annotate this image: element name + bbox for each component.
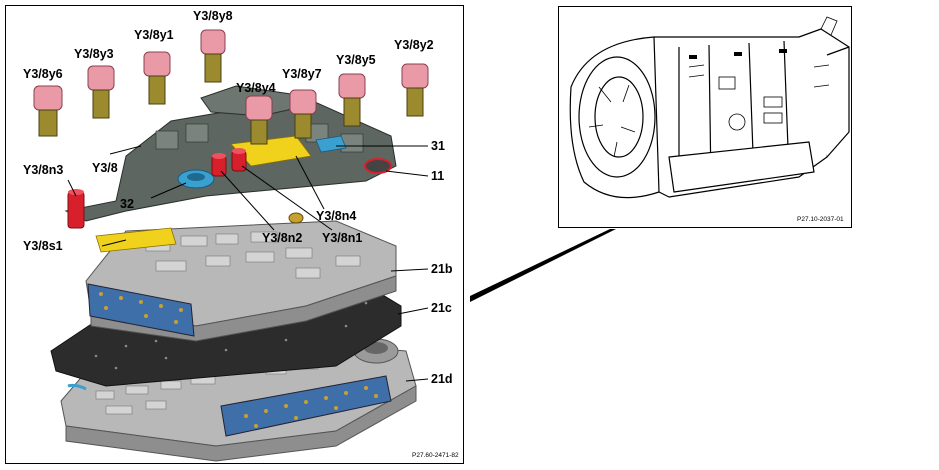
callout-y3-8n1: Y3/8n1 xyxy=(322,231,363,245)
callout-y3-8n4: Y3/8n4 xyxy=(316,209,357,223)
callout-y3-8y3: Y3/8y3 xyxy=(74,47,114,61)
callout-y3-8s1: Y3/8s1 xyxy=(23,239,63,253)
solenoid-valve-y3-8y7 xyxy=(289,89,317,139)
valve-body-exploded-panel: Y3/8y8 Y3/8y1 Y3/8y3 Y3/8y6 Y3/8y7 Y3/8y… xyxy=(5,5,464,464)
callout-y3-8: Y3/8 xyxy=(92,161,118,175)
callout-y3-8y2: Y3/8y2 xyxy=(394,38,434,52)
callout-21d: 21d xyxy=(431,372,453,386)
figure-ref-left: P27.60-2471-82 xyxy=(412,452,459,459)
callout-y3-8n3: Y3/8n3 xyxy=(23,163,64,177)
valve-body-21b xyxy=(85,220,397,342)
callout-y3-8n2: Y3/8n2 xyxy=(262,231,303,245)
transmission-illustration xyxy=(569,16,850,199)
callout-y3-8y1: Y3/8y1 xyxy=(134,28,174,42)
callout-y3-8y5: Y3/8y5 xyxy=(336,53,376,67)
solenoid-valve-y3-8y8 xyxy=(200,29,226,83)
callout-y3-8y6: Y3/8y6 xyxy=(23,67,63,81)
callout-21b: 21b xyxy=(431,262,453,276)
solenoid-valve-y3-8y2 xyxy=(401,63,429,117)
callout-21c: 21c xyxy=(431,301,452,315)
callout-y3-8y4: Y3/8y4 xyxy=(236,81,276,95)
leader-lines xyxy=(67,145,429,382)
solenoid-valve-y3-8y4 xyxy=(245,95,273,145)
solenoid-valve-y3-8y5 xyxy=(338,73,366,127)
callout-11: 11 xyxy=(431,169,445,183)
speed-sensor-y3-8n3 xyxy=(67,189,85,229)
transmission-overview-panel: P27.10-2037-01 xyxy=(558,6,852,228)
solenoid-valve-y3-8y3 xyxy=(87,65,115,119)
callout-y3-8y8: Y3/8y8 xyxy=(193,9,233,23)
solenoid-valve-y3-8y1 xyxy=(143,51,171,105)
speed-sensor-y3-8n2 xyxy=(211,153,227,177)
callout-31: 31 xyxy=(431,139,445,153)
valve-body-illustration xyxy=(33,29,429,462)
callout-y3-8y7: Y3/8y7 xyxy=(282,67,322,81)
solenoid-valve-y3-8y6 xyxy=(33,85,63,137)
callout-32: 32 xyxy=(120,197,134,211)
figure-ref-right: P27.10-2037-01 xyxy=(797,216,844,223)
